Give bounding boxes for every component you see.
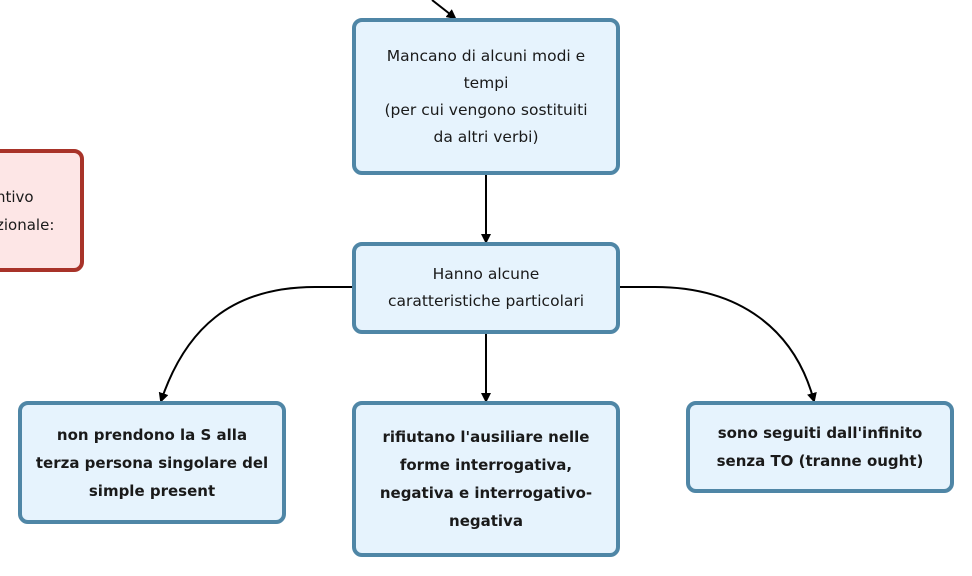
node-non-prendono-text: non prendono la S alla terza persona sin…: [35, 425, 269, 500]
node-mancano-text: Mancano di alcuni modi e tempi (per cui …: [384, 46, 588, 146]
arrow-hanno-to-non-prendono: [158, 286, 353, 403]
node-mancano: Mancano di alcuni modi e tempi (per cui …: [352, 18, 620, 175]
partial-node-left-text: ntivo zionale:: [0, 187, 55, 234]
arrow-hanno-to-sono-seguiti: [618, 286, 817, 403]
node-sono-seguiti: sono seguiti dall'infinito senza TO (tra…: [686, 401, 954, 493]
node-non-prendono: non prendono la S alla terza persona sin…: [18, 401, 286, 524]
node-hanno: Hanno alcune caratteristiche particolari: [352, 242, 620, 334]
node-sono-seguiti-text: sono seguiti dall'infinito senza TO (tra…: [716, 424, 924, 470]
node-rifiutano-text: rifiutano l'ausiliare nelle forme interr…: [379, 428, 593, 530]
node-hanno-text: Hanno alcune caratteristiche particolari: [387, 265, 585, 310]
incoming-arrow: [431, 0, 457, 20]
node-rifiutano: rifiutano l'ausiliare nelle forme interr…: [352, 401, 620, 557]
partial-node-left: ntivo zionale:: [0, 149, 84, 272]
